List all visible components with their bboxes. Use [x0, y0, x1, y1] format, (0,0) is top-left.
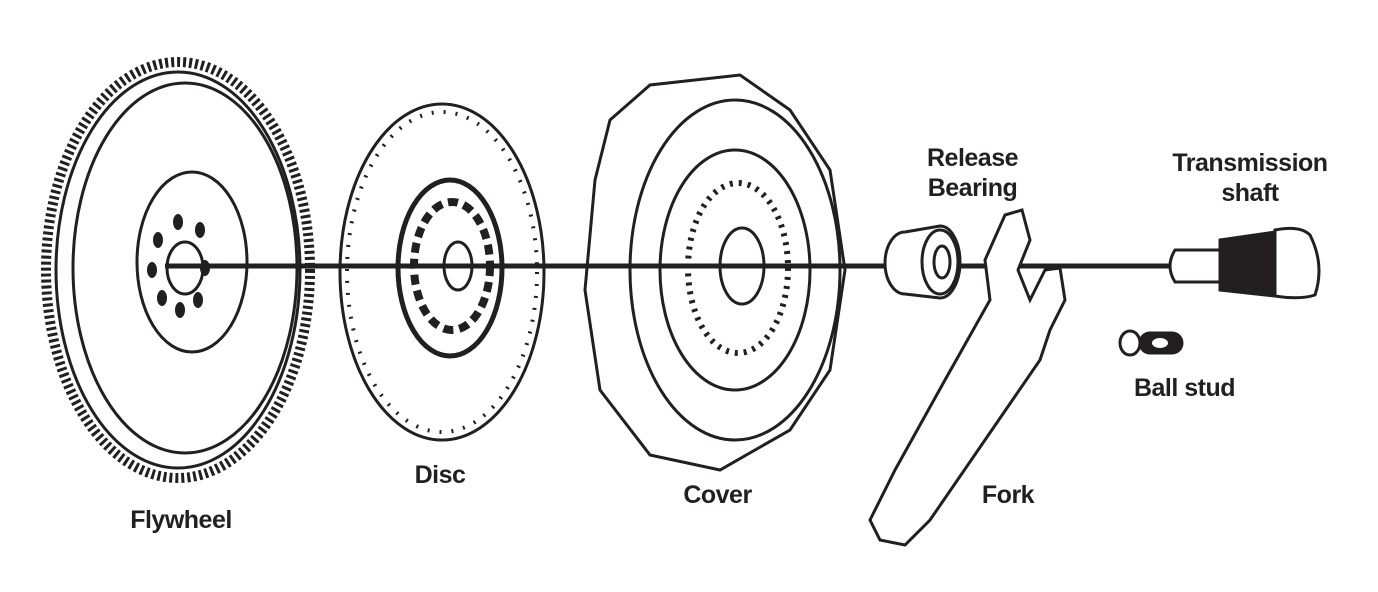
fork-drawing	[868, 208, 1067, 547]
ball-stud-drawing	[1118, 329, 1184, 357]
label-fork: Fork	[981, 481, 1035, 509]
cover-drawing	[583, 73, 847, 472]
label-release-bearing-line2: Bearing	[927, 174, 1018, 202]
label-disc: Disc	[414, 461, 466, 489]
transmission-shaft-drawing	[1168, 226, 1321, 300]
label-transmission-shaft-line2: shaft	[1221, 179, 1279, 207]
release-bearing-drawing	[883, 224, 962, 300]
label-ball-stud: Ball stud	[1133, 374, 1236, 402]
label-release-bearing-line1: Release	[926, 144, 1019, 172]
disc-drawing	[338, 102, 546, 442]
flywheel-drawing	[41, 57, 315, 483]
label-flywheel: Flywheel	[130, 506, 232, 534]
label-transmission-shaft-line1: Transmission	[1172, 149, 1328, 177]
label-cover: Cover	[683, 481, 752, 509]
label-release-bearing: Release Bearing	[905, 143, 1040, 203]
label-transmission-shaft: Transmission shaft	[1150, 148, 1350, 208]
